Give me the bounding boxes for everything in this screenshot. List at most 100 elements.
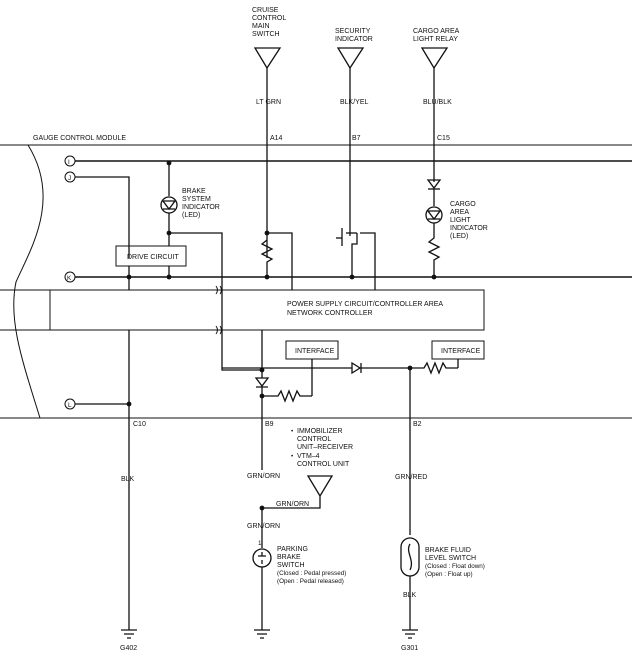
immobilizer-bullet-2: • <box>291 453 293 460</box>
parking-ground-icon <box>254 629 270 639</box>
cargo-relay-label-1: CARGO AREA <box>413 28 460 35</box>
cargo-led-label-4: INDICATOR <box>450 225 488 232</box>
security-indicator-connector: SECURITY INDICATOR BLK/YEL B7 <box>335 28 373 230</box>
pin-c15: C15 <box>437 135 450 142</box>
fluid-label-1: BRAKE FLUID <box>425 547 471 554</box>
b2-resistor-icon <box>410 361 458 375</box>
cargo-led-label-3: LIGHT <box>450 217 471 224</box>
cruise-label-3: MAIN <box>252 23 270 30</box>
fluid-label-3: (Closed : Float down) <box>425 563 485 570</box>
ground-g301-label: G301 <box>401 645 418 652</box>
brake-led-label-2: SYSTEM <box>182 196 211 203</box>
cruise-resistor-icon <box>260 239 274 277</box>
grn-orn-branch-wire <box>262 496 321 509</box>
immobilizer-bullet-1: • <box>291 428 293 435</box>
bus-j-line <box>75 176 130 258</box>
power-supply-box <box>221 289 485 331</box>
cargo-resistor-icon <box>427 223 441 277</box>
security-driver <box>336 228 376 290</box>
wire-blk-left: BLK <box>121 476 135 483</box>
pin-a14: A14 <box>270 135 283 142</box>
pin-c10: C10 <box>133 421 146 428</box>
brake-led-diode-icon <box>161 200 177 211</box>
parking-label-2: BRAKE <box>277 554 301 561</box>
cruise-pullup <box>260 230 293 290</box>
security-control-wire <box>360 232 376 290</box>
immobilizer-label-2: CONTROL <box>297 436 331 443</box>
parking-switch-contact-icon <box>258 552 266 564</box>
b2-diode-icon <box>351 361 362 375</box>
bus-l-label: L <box>68 402 72 409</box>
cruise-label-1: CRUISE <box>252 7 279 14</box>
immobilizer-label-5: CONTROL UNIT <box>297 461 350 468</box>
module-left-outline <box>0 289 51 331</box>
parking-brake-branch: GRN/ORN GRN/ORN GRN/ORN 1 PARKING BRAKE … <box>247 473 346 639</box>
immobilizer-label-3: UNIT–RECEIVER <box>297 444 353 451</box>
fluid-switch-float-icon <box>407 543 413 571</box>
gauge-control-module: GAUGE CONTROL MODULE <box>0 135 632 419</box>
parking-label-4: (Closed : Pedal pressed) <box>277 570 346 577</box>
parking-label-1: PARKING <box>277 546 308 553</box>
drive-k-dot-2 <box>166 274 172 280</box>
b9-resistor-icon <box>262 389 312 403</box>
module-break-curve <box>13 144 44 419</box>
parking-switch-icon <box>252 548 272 568</box>
wire-grn-orn-2: GRN/ORN <box>247 523 280 530</box>
power-supply-label-2: NETWORK CONTROLLER <box>287 310 373 317</box>
ground-g402-label: G402 <box>120 645 137 652</box>
ground-g301-icon <box>402 629 418 639</box>
drive-circuit-block: DRIVE CIRCUIT <box>115 233 187 280</box>
security-label-1: SECURITY <box>335 28 371 35</box>
b9-diode-icon <box>254 377 270 388</box>
brake-junction-dot <box>166 160 172 166</box>
parking-label-3: SWITCH <box>277 562 305 569</box>
power-supply-label-1: POWER SUPPLY CIRCUIT/CONTROLLER AREA <box>287 301 443 308</box>
cargo-light-indicator: CARGO AREA LIGHT INDICATOR (LED) <box>425 179 488 280</box>
bus-i-marker <box>64 155 76 167</box>
brake-fluid-branch: GRN/RED BLK G301 BRAKE FLUID LEVEL SWITC… <box>395 474 485 652</box>
fluid-label-4: (Open : Float up) <box>425 571 473 578</box>
brake-led-label-3: INDICATOR <box>182 204 220 211</box>
interface-right-block: INTERFACE <box>222 340 485 535</box>
brake-led-icon <box>160 196 178 214</box>
cargo-relay-wire-color: BLU/BLK <box>423 99 452 106</box>
drive-circuit-label: DRIVE CIRCUIT <box>127 254 179 261</box>
cargo-led-label-1: CARGO <box>450 201 476 208</box>
bus-i: I <box>64 155 632 167</box>
cargo-led-label-2: AREA <box>450 209 469 216</box>
module-title: GAUGE CONTROL MODULE <box>33 135 126 142</box>
cruise-label-2: CONTROL <box>252 15 286 22</box>
security-emitter-wire <box>351 233 358 277</box>
cargo-relay-connector: CARGO AREA LIGHT RELAY BLU/BLK C15 <box>413 28 460 182</box>
interface-right-label: INTERFACE <box>441 348 481 355</box>
wire-grn-orn-branch: GRN/ORN <box>276 501 309 508</box>
ground-g402-icon <box>121 629 137 639</box>
cruise-label-4: SWITCH <box>252 31 280 38</box>
bus-j: J <box>64 171 130 258</box>
cargo-diode-icon <box>426 179 442 190</box>
power-supply-block: POWER SUPPLY CIRCUIT/CONTROLLER AREA NET… <box>0 277 485 407</box>
cargo-led-icon <box>425 206 443 224</box>
fluid-label-2: LEVEL SWITCH <box>425 555 476 562</box>
immobilizer-label-4: VTM–4 <box>297 453 320 460</box>
immobilizer-connector-symbol <box>306 475 334 498</box>
break-marks-icon <box>215 285 222 335</box>
interface-left-label: INTERFACE <box>295 348 335 355</box>
parking-pin-1: 1 <box>258 540 262 547</box>
security-label-2: INDICATOR <box>335 36 373 43</box>
bus-k-label: K <box>67 275 72 282</box>
security-k-dot <box>349 274 355 280</box>
cruise-connector-symbol <box>253 47 282 70</box>
brake-led-drive-wire <box>169 232 262 371</box>
cruise-control-connector: CRUISE CONTROL MAIN SWITCH LT GRN A14 <box>252 7 286 258</box>
cargo-k-dot <box>431 274 437 280</box>
cruise-signal-wire <box>267 232 293 290</box>
immobilizer-label: • IMMOBILIZER CONTROL UNIT–RECEIVER • VT… <box>291 428 353 468</box>
brake-system-indicator: BRAKE SYSTEM INDICATOR (LED) <box>160 160 262 371</box>
cargo-relay-connector-symbol <box>420 47 449 70</box>
pin-b2: B2 <box>413 421 422 428</box>
parking-label-5: (Open : Pedal released) <box>277 578 344 585</box>
left-ground-branch: BLK G402 <box>120 404 137 652</box>
wire-blk-right: BLK <box>403 592 417 599</box>
